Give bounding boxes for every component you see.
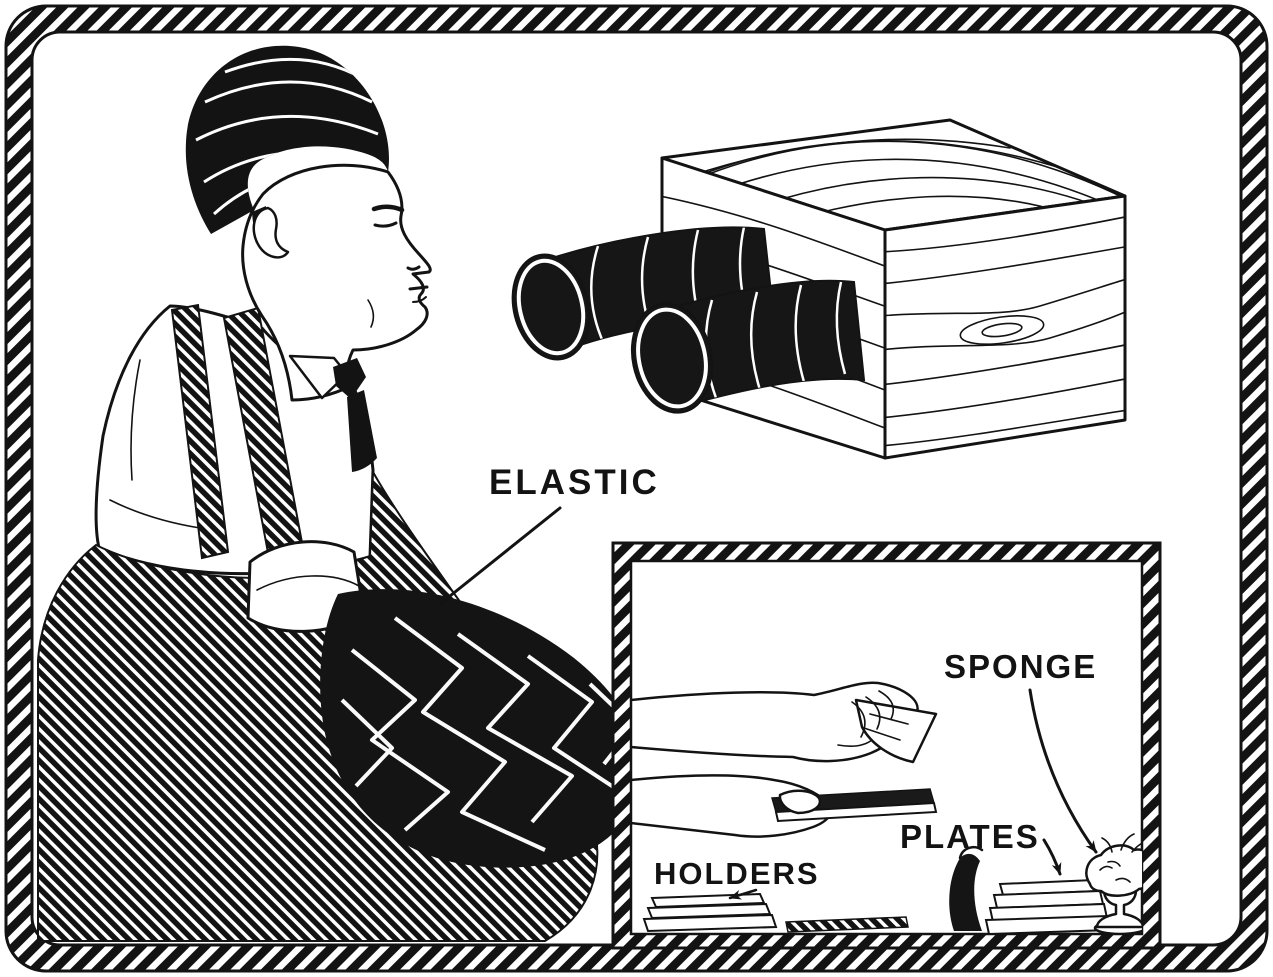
cuff-fold-line — [256, 575, 360, 591]
tube-lower-opening — [630, 302, 714, 414]
plates-callout: PLATES — [900, 818, 1062, 876]
nostril — [406, 265, 421, 271]
lower-hand — [631, 774, 938, 838]
sponge-texture — [1099, 833, 1142, 883]
man-face — [241, 163, 432, 402]
cheek-line — [367, 299, 375, 328]
upper-hand-fingers — [837, 690, 909, 747]
holder-tray — [785, 916, 909, 933]
plate-holder-edge — [774, 801, 938, 823]
tie-knot — [333, 358, 366, 399]
changing-box — [511, 118, 1127, 460]
sponge-arrow — [1028, 688, 1098, 854]
plates-stack — [949, 846, 1112, 934]
man-hair — [185, 45, 389, 235]
inset-panel: SPONGE PLATES HOLDERS — [611, 541, 1162, 950]
mouth — [408, 285, 429, 291]
wood-grain-right — [885, 215, 1125, 447]
inset-interior: SPONGE PLATES HOLDERS — [631, 648, 1142, 934]
thumb — [778, 789, 822, 815]
plates-label: PLATES — [900, 818, 1040, 855]
holders-stack — [642, 892, 909, 933]
suspender-strap-back — [170, 303, 230, 560]
holders-pointer — [728, 888, 758, 900]
dark-cloth — [949, 853, 982, 931]
eyebrow — [371, 204, 405, 213]
eye — [373, 221, 398, 228]
man-figure — [37, 45, 641, 942]
elastic-sleeve — [320, 589, 641, 868]
sponge-on-stand — [1085, 833, 1142, 934]
upper-hand — [631, 681, 938, 764]
lower-lip — [412, 296, 427, 303]
sponge-callout: SPONGE — [944, 648, 1098, 854]
elastic-label: ELASTIC — [489, 463, 660, 502]
sponge — [1085, 844, 1142, 897]
holders-callout: HOLDERS — [654, 856, 820, 900]
elastic-net-lines — [340, 616, 636, 852]
sponge-label: SPONGE — [944, 648, 1097, 685]
elastic-callout: ELASTIC — [438, 463, 660, 606]
sleeve-tube-lower — [630, 279, 866, 414]
elastic-arrow — [438, 506, 562, 606]
box-right-face — [883, 194, 1127, 460]
tube-upper-opening — [511, 253, 591, 361]
stand-pedestal — [1095, 888, 1142, 929]
holders-label: HOLDERS — [654, 856, 820, 891]
man-ear — [252, 206, 290, 259]
face-features — [367, 204, 429, 328]
sleeve-tube-upper — [511, 226, 776, 361]
tie — [347, 390, 377, 472]
plates-arrow — [1042, 838, 1062, 876]
